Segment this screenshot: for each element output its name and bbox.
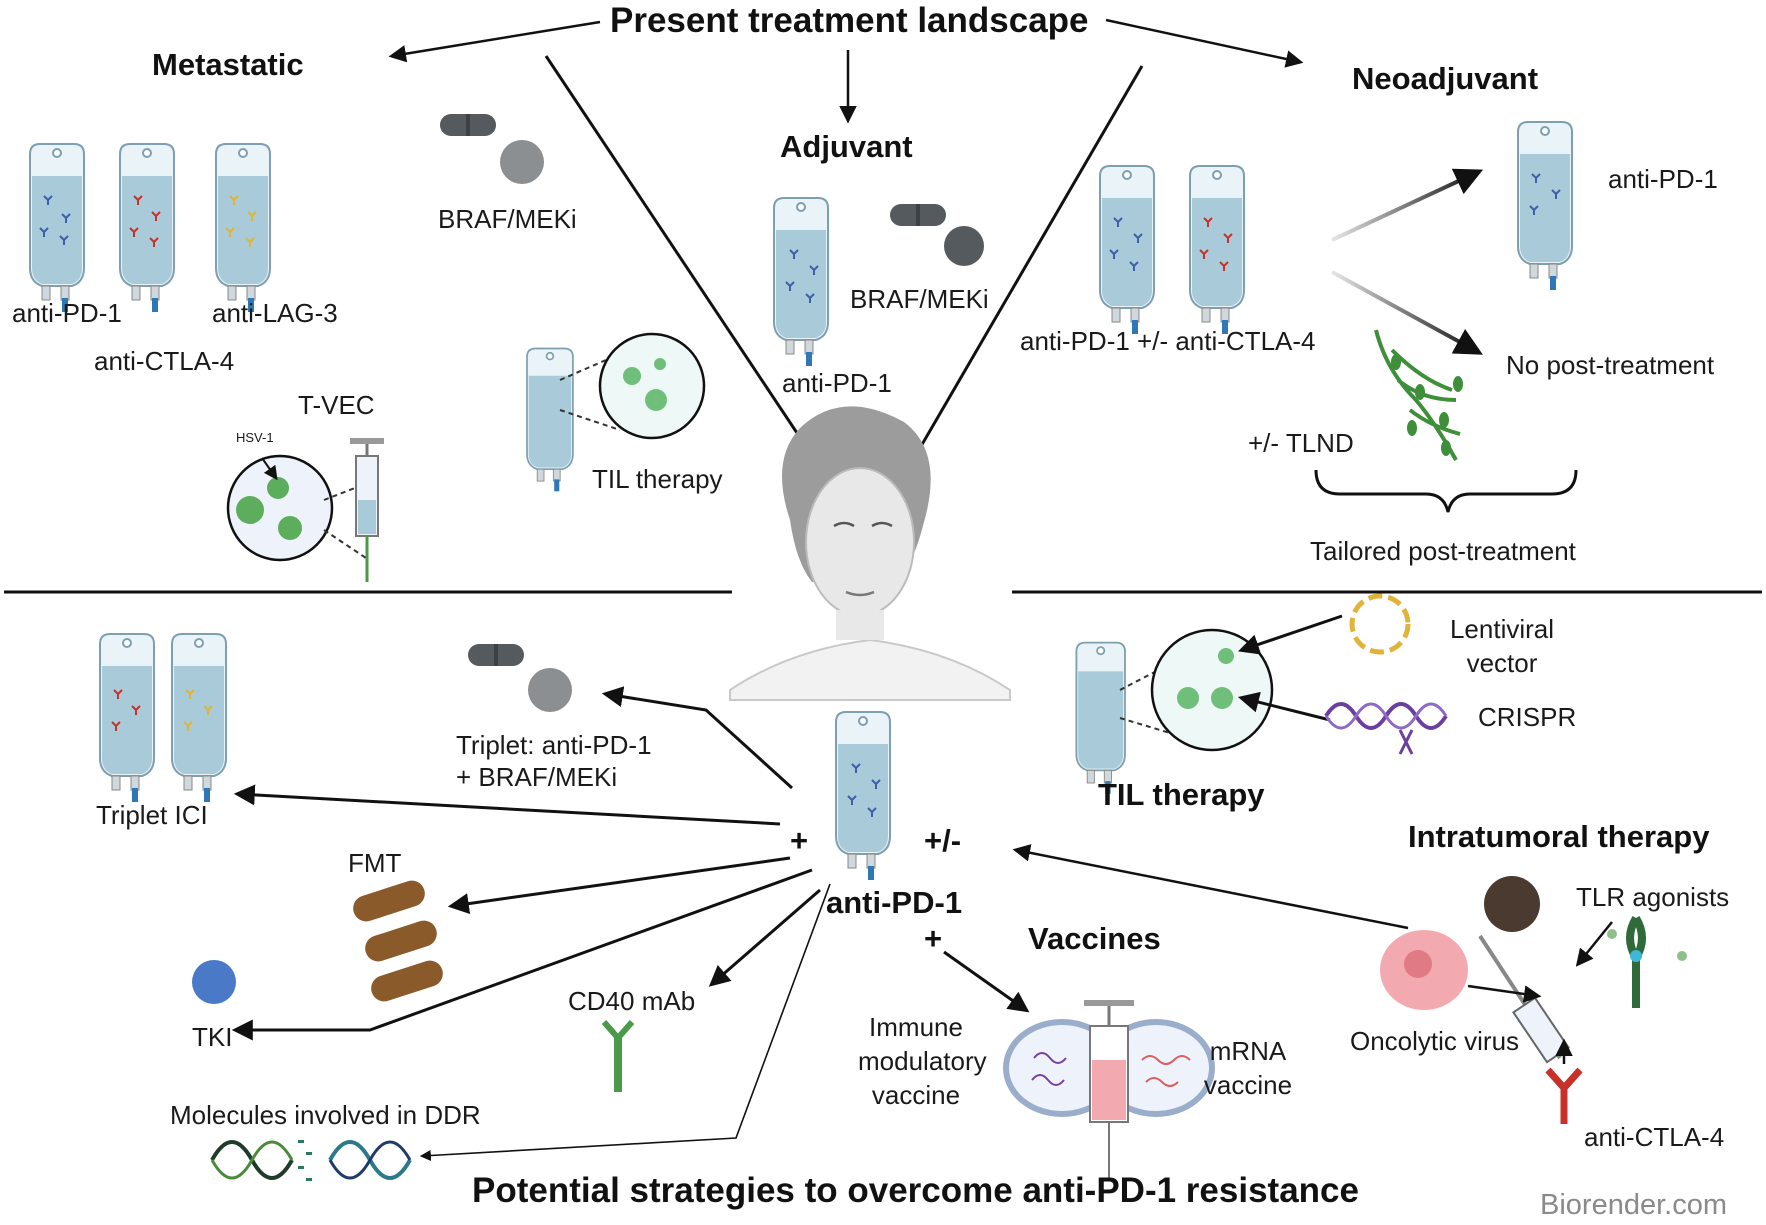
plus-left: + bbox=[790, 823, 809, 858]
tvec-graphic bbox=[226, 438, 384, 582]
tlnd-label: +/- TLND bbox=[1248, 428, 1354, 458]
no-post-treatment-label: No post-treatment bbox=[1506, 350, 1715, 380]
center-anti-pd1-label: anti-PD-1 bbox=[826, 885, 963, 920]
fmt-label: FMT bbox=[348, 848, 402, 878]
strategy-til-title: TIL therapy bbox=[1098, 777, 1265, 812]
neoadjuvant-combo-label: anti-PD-1 +/- anti-CTLA-4 bbox=[1020, 326, 1316, 356]
immune-vaccine-line1: Immune bbox=[869, 1012, 963, 1042]
metastatic-anti-ctla4-label: anti-CTLA-4 bbox=[94, 346, 235, 376]
mrna-vaccine-line2: vaccine bbox=[1203, 1070, 1293, 1100]
center-bag bbox=[835, 711, 891, 881]
metastatic-bags bbox=[29, 143, 271, 313]
metastatic-braf-meki-label: BRAF/MEKi bbox=[438, 204, 577, 234]
adjuvant-anti-pd1-label: anti-PD-1 bbox=[782, 368, 892, 398]
neoadjuvant-graphic bbox=[1099, 121, 1578, 513]
metastatic-til-label: TIL therapy bbox=[592, 464, 723, 494]
tki-label: TKI bbox=[192, 1022, 233, 1052]
intratumoral-graphic bbox=[1380, 876, 1687, 1124]
tailored-post-treatment-label: Tailored post-treatment bbox=[1310, 536, 1576, 566]
plus-minus: +/- bbox=[924, 823, 962, 858]
vaccine-graphic bbox=[1003, 1000, 1215, 1178]
lentiviral-line2: vector bbox=[1466, 648, 1538, 678]
strategy-til bbox=[1075, 593, 1448, 795]
strategy-arrows bbox=[231, 686, 1409, 1162]
lentiviral-line1: Lentiviral bbox=[1449, 614, 1555, 644]
metastatic-anti-pd1-label: anti-PD-1 bbox=[12, 298, 122, 328]
intratumoral-anti-ctla4-label: anti-CTLA-4 bbox=[1584, 1122, 1725, 1152]
ddr-label: Molecules involved in DDR bbox=[170, 1100, 481, 1130]
neoadjuvant-anti-pd1-label: anti-PD-1 bbox=[1608, 164, 1718, 194]
crispr-label: CRISPR bbox=[1478, 702, 1577, 732]
top-title: Present treatment landscape bbox=[610, 1, 1089, 40]
adjuvant-graphic bbox=[773, 197, 984, 367]
cd40-antibody bbox=[601, 1020, 635, 1092]
tvec-label: T-VEC bbox=[298, 390, 375, 420]
metastatic-til bbox=[526, 332, 706, 493]
neoadjuvant-title: Neoadjuvant bbox=[1352, 61, 1539, 96]
triplet-ici-label: Triplet ICI bbox=[96, 800, 208, 830]
metastatic-anti-lag3-label: anti-LAG-3 bbox=[212, 298, 338, 328]
bottom-title: Potential strategies to overcome anti-PD… bbox=[472, 1171, 1359, 1210]
adjuvant-braf-meki-label: BRAF/MEKi bbox=[850, 284, 989, 314]
patient-figure bbox=[729, 406, 1011, 701]
triplet-braf-line2: + BRAF/MEKi bbox=[456, 762, 618, 792]
adjuvant-title: Adjuvant bbox=[780, 129, 913, 164]
mrna-vaccine-line1: mRNA bbox=[1209, 1036, 1287, 1066]
metastatic-title: Metastatic bbox=[152, 47, 304, 82]
triplet-pills bbox=[468, 644, 572, 712]
triplet-ici-bags bbox=[99, 633, 227, 803]
metastatic-pills bbox=[440, 114, 544, 184]
hsv1-label: HSV-1 bbox=[236, 430, 274, 445]
immune-vaccine-line2: modulatory bbox=[858, 1046, 987, 1076]
immune-vaccine-line3: vaccine bbox=[871, 1080, 961, 1110]
vaccines-title: Vaccines bbox=[1028, 921, 1161, 956]
fmt-pills bbox=[353, 880, 443, 1002]
tki-pill bbox=[192, 960, 236, 1004]
cd40-label: CD40 mAb bbox=[568, 986, 696, 1016]
divider-lines bbox=[4, 55, 1762, 594]
ddr-dna bbox=[210, 1140, 412, 1181]
triplet-braf-line1: Triplet: anti-PD-1 bbox=[456, 730, 652, 760]
title-arrows bbox=[388, 18, 1304, 124]
intratumoral-title: Intratumoral therapy bbox=[1408, 819, 1710, 854]
tlr-label: TLR agonists bbox=[1576, 882, 1730, 912]
oncolytic-label: Oncolytic virus bbox=[1350, 1026, 1520, 1056]
watermark: Biorender.com bbox=[1540, 1189, 1727, 1221]
plus-bottom: + bbox=[924, 921, 943, 956]
